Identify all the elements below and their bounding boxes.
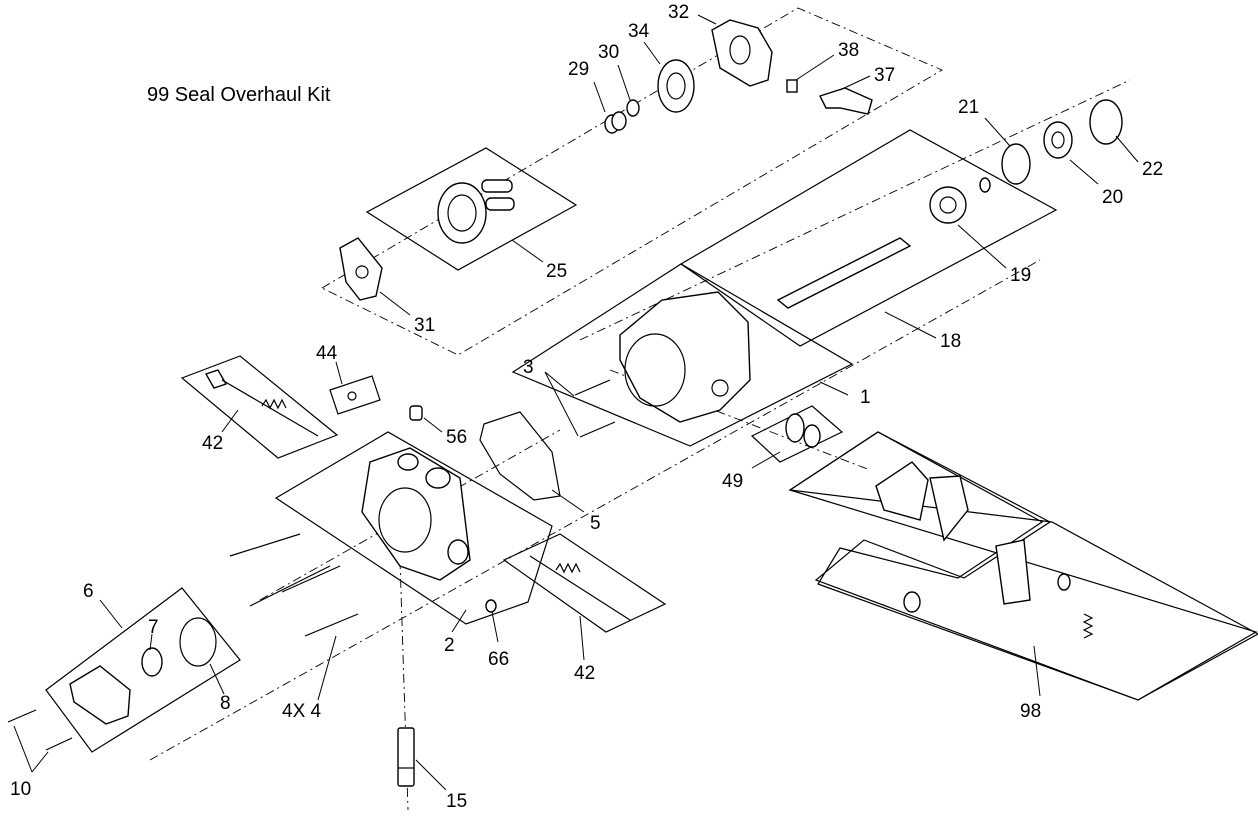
callout-10: 10 xyxy=(10,779,32,800)
callout-5: 5 xyxy=(590,513,601,534)
right-seals xyxy=(984,99,1139,185)
shaft-part xyxy=(776,237,912,309)
cylinder-block-part xyxy=(437,182,487,244)
callout-1: 1 xyxy=(860,387,871,408)
screws-10 xyxy=(7,709,73,773)
seal-34 xyxy=(657,59,695,113)
callout-32: 32 xyxy=(668,2,690,23)
seal-20 xyxy=(1043,121,1073,159)
plug-56 xyxy=(409,405,423,421)
callout-2: 2 xyxy=(444,635,455,656)
callout-29: 29 xyxy=(568,59,590,80)
control-arm xyxy=(995,539,1031,605)
part-group-42-right xyxy=(502,533,667,661)
callout-19: 19 xyxy=(1010,265,1032,286)
part-group-18 xyxy=(679,129,1058,347)
bolts-4 xyxy=(229,533,359,701)
pump-housing-part xyxy=(619,291,751,423)
part-15 xyxy=(397,727,447,791)
callout-20: 20 xyxy=(1102,187,1124,208)
callout-42-left: 42 xyxy=(202,433,224,454)
bearing-19 xyxy=(929,186,967,224)
gasket-5 xyxy=(479,411,585,513)
callout-34: 34 xyxy=(628,21,650,42)
part-group-2 xyxy=(274,405,553,643)
callout-21: 21 xyxy=(958,97,980,118)
housing-32 xyxy=(711,19,773,87)
callout-30: 30 xyxy=(598,42,620,63)
callout-56: 56 xyxy=(446,427,468,448)
part-group-49 xyxy=(750,405,844,469)
part-group-98 xyxy=(788,431,1258,701)
part-group-42-left xyxy=(180,355,381,459)
pins-3 xyxy=(544,371,616,438)
callout-6: 6 xyxy=(83,581,94,602)
o-ring-8 xyxy=(179,617,217,667)
callout-49: 49 xyxy=(722,471,744,492)
callout-22: 22 xyxy=(1142,159,1164,180)
lever-37 xyxy=(819,87,873,115)
kit-title: 99 Seal Overhaul Kit xyxy=(147,84,331,106)
part-31-valve-plate xyxy=(339,237,411,316)
callout-31: 31 xyxy=(414,315,436,336)
callout-3: 3 xyxy=(523,357,534,378)
callout-7: 7 xyxy=(148,617,159,638)
plug-66 xyxy=(485,599,497,613)
charge-pump-cover xyxy=(69,665,131,725)
callout-66: 66 xyxy=(488,649,510,670)
callout-42-right: 42 xyxy=(574,663,596,684)
top-parts xyxy=(593,14,873,134)
callout-18: 18 xyxy=(940,331,962,352)
assembly-outline-upper xyxy=(321,7,943,356)
callout-44: 44 xyxy=(316,343,338,364)
part-group-6 xyxy=(45,587,241,753)
callout-4: 4X 4 xyxy=(282,701,322,722)
callout-15: 15 xyxy=(446,791,468,812)
callout-37: 37 xyxy=(874,65,896,86)
spring-part xyxy=(1082,613,1094,639)
callout-38: 38 xyxy=(838,40,860,61)
callout-8: 8 xyxy=(220,693,231,714)
callout-25: 25 xyxy=(546,261,568,282)
gerotor-7 xyxy=(141,647,163,677)
part-group-1 xyxy=(511,263,854,447)
control-bracket xyxy=(875,461,929,521)
part-group-25 xyxy=(365,147,578,271)
label-44-part xyxy=(329,375,381,415)
part-38 xyxy=(786,79,798,93)
callout-98: 98 xyxy=(1020,701,1042,722)
